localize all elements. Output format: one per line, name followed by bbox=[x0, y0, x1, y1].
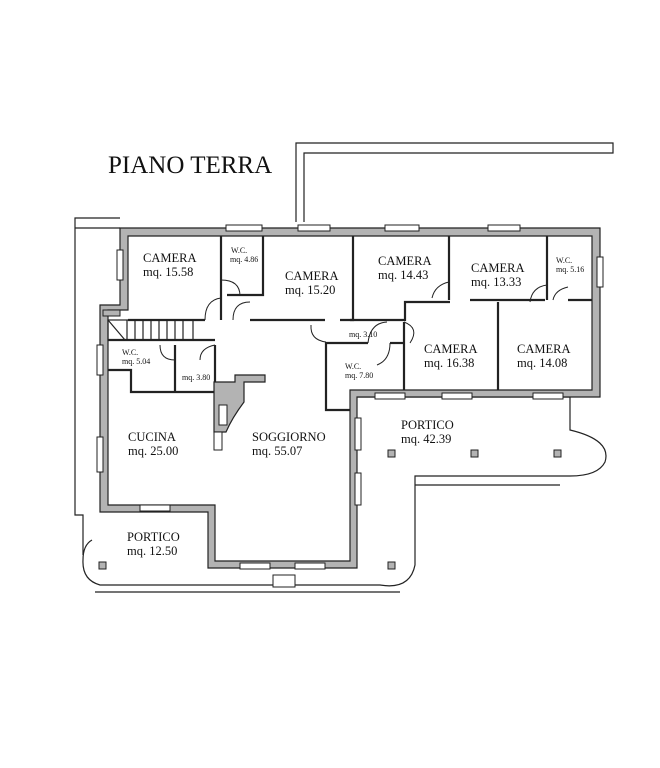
staircase bbox=[102, 309, 194, 341]
room-camera-5: CAMERA mq. 16.38 bbox=[424, 342, 477, 370]
room-name: W.C. bbox=[122, 348, 138, 357]
room-name: W.C. bbox=[231, 246, 247, 255]
room-disimpegno: mq. 3.10 bbox=[349, 330, 377, 339]
room-portico-1: PORTICO mq. 42.39 bbox=[401, 418, 454, 446]
room-wc-3: W.C. mq. 5.04 bbox=[122, 348, 150, 366]
room-name: CAMERA bbox=[143, 251, 196, 265]
room-camera-4: CAMERA mq. 13.33 bbox=[471, 261, 524, 289]
room-area: mq. 5.04 bbox=[122, 357, 150, 366]
room-area: mq. 16.38 bbox=[424, 356, 474, 370]
portico-outline bbox=[82, 396, 607, 593]
room-name: PORTICO bbox=[401, 418, 454, 432]
room-name: W.C. bbox=[345, 362, 361, 371]
room-area: mq. 4.86 bbox=[230, 255, 258, 264]
room-area: mq. 55.07 bbox=[252, 444, 302, 458]
room-name: CUCINA bbox=[128, 430, 176, 444]
room-wc-4: W.C. mq. 7.80 bbox=[345, 362, 373, 380]
room-cucina: CUCINA mq. 25.00 bbox=[128, 430, 178, 458]
room-area: mq. 15.20 bbox=[285, 283, 335, 297]
chimney bbox=[213, 374, 266, 451]
room-area: mq. 14.08 bbox=[517, 356, 567, 370]
exterior-walls bbox=[99, 227, 601, 569]
room-area: mq. 3.10 bbox=[349, 330, 377, 339]
room-area: mq. 12.50 bbox=[127, 544, 177, 558]
room-soggiorno: SOGGIORNO mq. 55.07 bbox=[252, 430, 326, 458]
room-name: CAMERA bbox=[378, 254, 431, 268]
room-name: CAMERA bbox=[424, 342, 477, 356]
room-wc-1: W.C. mq. 4.86 bbox=[230, 246, 258, 264]
room-camera-6: CAMERA mq. 14.08 bbox=[517, 342, 570, 370]
room-area: mq. 25.00 bbox=[128, 444, 178, 458]
windows bbox=[96, 224, 604, 570]
room-name: PORTICO bbox=[127, 530, 180, 544]
room-camera-2: CAMERA mq. 15.20 bbox=[285, 269, 338, 297]
plan-title: PIANO TERRA bbox=[108, 152, 272, 179]
doors bbox=[159, 279, 569, 366]
room-area: mq. 3.80 bbox=[182, 373, 210, 382]
room-ripostiglio: mq. 3.80 bbox=[182, 373, 210, 382]
room-wc-2: W.C. mq. 5.16 bbox=[556, 256, 584, 274]
room-camera-3: CAMERA mq. 14.43 bbox=[378, 254, 431, 282]
room-name: CAMERA bbox=[517, 342, 570, 356]
portico-pillars bbox=[98, 449, 562, 570]
site-boundary bbox=[74, 142, 614, 555]
room-area: mq. 13.33 bbox=[471, 275, 521, 289]
room-area: mq. 15.58 bbox=[143, 265, 193, 279]
room-area: mq. 14.43 bbox=[378, 268, 428, 282]
room-name: CAMERA bbox=[285, 269, 338, 283]
room-name: CAMERA bbox=[471, 261, 524, 275]
room-name: W.C. bbox=[556, 256, 572, 265]
room-name: SOGGIORNO bbox=[252, 430, 326, 444]
room-area: mq. 42.39 bbox=[401, 432, 451, 446]
room-camera-1: CAMERA mq. 15.58 bbox=[143, 251, 196, 279]
room-area: mq. 7.80 bbox=[345, 371, 373, 380]
room-portico-2: PORTICO mq. 12.50 bbox=[127, 530, 180, 558]
room-area: mq. 5.16 bbox=[556, 265, 584, 274]
